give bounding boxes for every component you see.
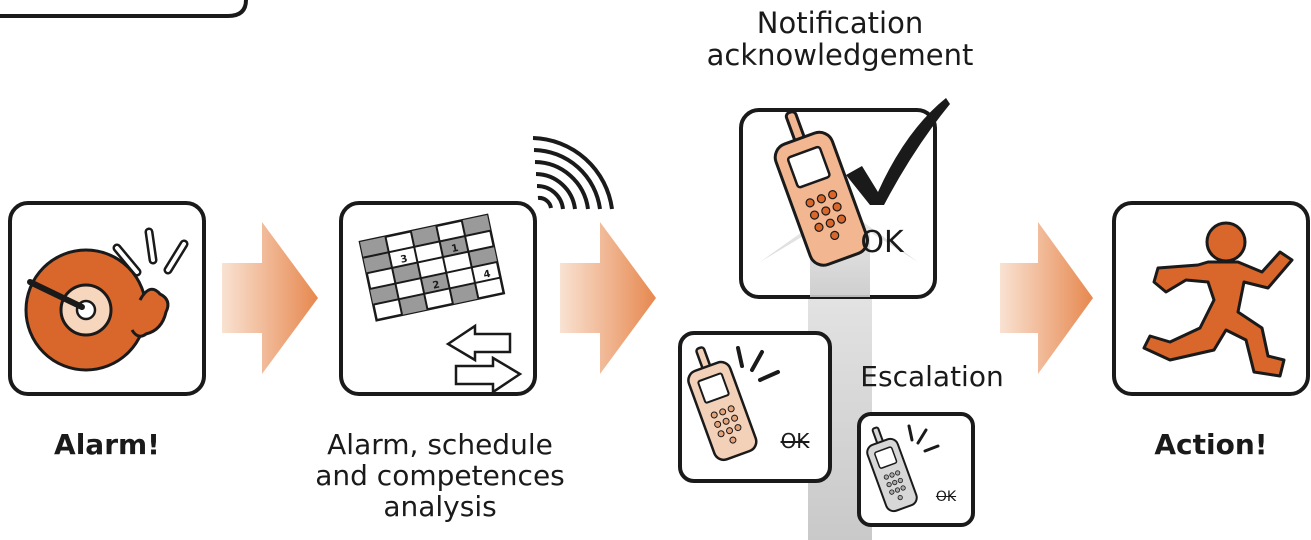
escalation-label: Escalation [860,360,1004,393]
action-label: Action! [1154,428,1268,461]
action-box [1112,201,1310,396]
ringing-phone-box [678,331,832,483]
ringing-lines-icon [907,424,940,453]
mobile-phone-icon [866,426,918,513]
ok-label: OK [860,225,904,260]
calendar-number: 4 [483,269,492,281]
flow-arrow-2 [560,222,656,374]
flow-arrow-1 [222,222,318,374]
alarm-box [8,201,206,396]
analysis-label: Alarm, schedule and competences analysis [270,428,610,523]
swap-arrows-icon [445,323,523,395]
alarm-label: Alarm! [54,428,160,461]
signal-waves-icon [532,136,614,210]
partial-box-corner [0,0,248,18]
alarm-bell-icon [24,227,189,372]
calendar-number: 1 [450,243,459,255]
mobile-phone-icon [687,346,758,462]
checkmark-icon [846,98,950,205]
running-person-icon [1142,221,1294,378]
ringing-lines-icon [736,346,780,382]
acknowledged-phone-box [739,98,950,299]
mobile-phone-icon [773,110,870,267]
calendar-number: 2 [432,279,441,291]
ok-struck-small-label: OK [935,489,957,505]
notification-label: Notification acknowledgement [680,6,1000,72]
analysis-label-line-2: and competences [315,458,565,492]
ok-struck-label: OK [780,429,810,453]
schedule-box: 3 1 2 4 [339,201,537,396]
notification-label-line-2: acknowledgement [706,37,974,72]
calendar-number: 3 [400,254,409,266]
analysis-label-line-3: analysis [383,489,497,523]
flow-arrow-3 [1000,222,1093,374]
grey-phone-box [857,412,975,527]
notification-label-line-1: Notification [756,6,924,40]
analysis-label-line-1: Alarm, schedule [327,428,553,461]
calendar-grid-icon: 3 1 2 4 [358,213,506,322]
